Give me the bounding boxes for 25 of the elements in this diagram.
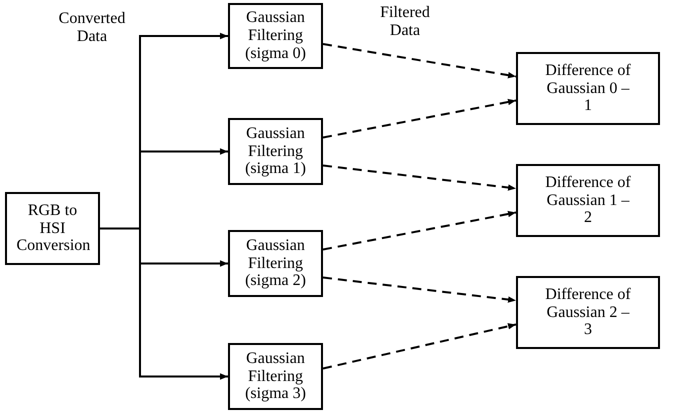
node-label: Gaussian Filtering (sigma 0) <box>244 9 307 63</box>
node-label: Difference of Gaussian 0 – 1 <box>545 62 631 116</box>
process-box <box>516 276 660 349</box>
arrow <box>322 43 516 78</box>
process-box <box>228 118 323 185</box>
annotation-label: Converted Data <box>58 10 126 46</box>
process-box <box>228 343 323 410</box>
node-label: Difference of Gaussian 2 – 3 <box>545 286 631 340</box>
arrow <box>322 323 516 370</box>
node-label: RGB to HSI Conversion <box>16 202 88 256</box>
process-box <box>5 192 100 265</box>
process-box <box>516 164 660 237</box>
node-label: Gaussian Filtering (sigma 1) <box>244 124 307 178</box>
process-box <box>228 3 323 69</box>
arrow <box>322 210 516 250</box>
annotation-label: Filtered Data <box>379 4 431 40</box>
node-label: Difference of Gaussian 1 – 2 <box>545 174 631 228</box>
arrow <box>322 98 516 138</box>
process-box <box>228 230 323 297</box>
arrow <box>322 164 516 191</box>
arrow <box>100 228 228 380</box>
process-box <box>516 52 660 125</box>
node-label: Gaussian Filtering (sigma 3) <box>244 350 307 404</box>
arrow <box>322 276 516 303</box>
node-label: Gaussian Filtering (sigma 2) <box>244 236 307 290</box>
